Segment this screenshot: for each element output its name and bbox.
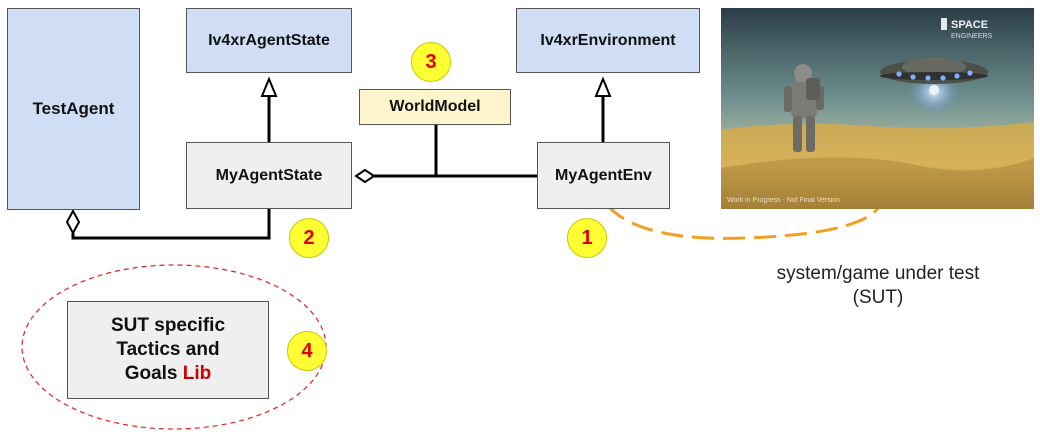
world-model-label: WorldModel [389, 98, 481, 115]
environment-interface-label: Iv4xrEnvironment [540, 31, 676, 49]
aggregation-line-state-agent [71, 209, 271, 240]
tactics-lib-box[interactable]: SUT specific Tactics and Goals Lib [67, 301, 269, 399]
sut-game-screenshot: SPACE ENGINEERS Work in Progress - Not F… [721, 8, 1034, 209]
inheritance-arrowhead-agentstate [260, 76, 278, 97]
badge-3: 3 [411, 42, 451, 82]
game-dune [721, 157, 1034, 209]
my-agent-state-box[interactable]: MyAgentState [186, 142, 352, 209]
badge-4: 4 [287, 331, 327, 371]
my-agent-env-box[interactable]: MyAgentEnv [537, 142, 670, 209]
sut-caption-line2: (SUT) [852, 287, 904, 308]
astronaut-figure [784, 64, 824, 152]
tactics-lib-line3-prefix: Goals [124, 363, 178, 384]
sut-caption-line1: system/game under test [776, 263, 980, 284]
inheritance-arrowhead-environment [594, 76, 612, 97]
game-footer-text: Work in Progress - Not Final Version [727, 197, 840, 204]
ufo-ship [880, 58, 988, 114]
badge-1: 1 [567, 218, 607, 258]
world-model-box[interactable]: WorldModel [359, 89, 511, 125]
sut-link-dashed [605, 204, 881, 240]
sut-caption: system/game under test (SUT) [720, 262, 1036, 310]
space-engineers-logo: SPACE ENGINEERS [941, 18, 993, 40]
agent-state-interface-box[interactable]: Iv4xrAgentState [186, 8, 352, 73]
tactics-lib-line1: SUT specific [110, 315, 226, 336]
my-agent-state-label: MyAgentState [215, 166, 323, 184]
tactics-lib-text: SUT specific Tactics and Goals Lib [111, 314, 225, 386]
tactics-lib-line3: Goals Lib [111, 362, 225, 386]
logo-text-line1: SPACE [951, 19, 988, 31]
environment-interface-box[interactable]: Iv4xrEnvironment [516, 8, 700, 73]
badge-2: 2 [289, 218, 329, 258]
aggregation-diamond-state [354, 168, 376, 184]
agent-state-interface-label: Iv4xrAgentState [208, 31, 330, 49]
tactics-lib-highlight: Lib [182, 363, 212, 384]
test-agent-label: TestAgent [32, 99, 115, 118]
my-agent-env-label: MyAgentEnv [555, 166, 652, 184]
logo-text-line2: ENGINEERS [951, 33, 993, 40]
aggregation-diamond-testagent [65, 208, 81, 236]
test-agent-box[interactable]: TestAgent [7, 8, 140, 210]
tactics-lib-line2: Tactics and [116, 339, 220, 360]
